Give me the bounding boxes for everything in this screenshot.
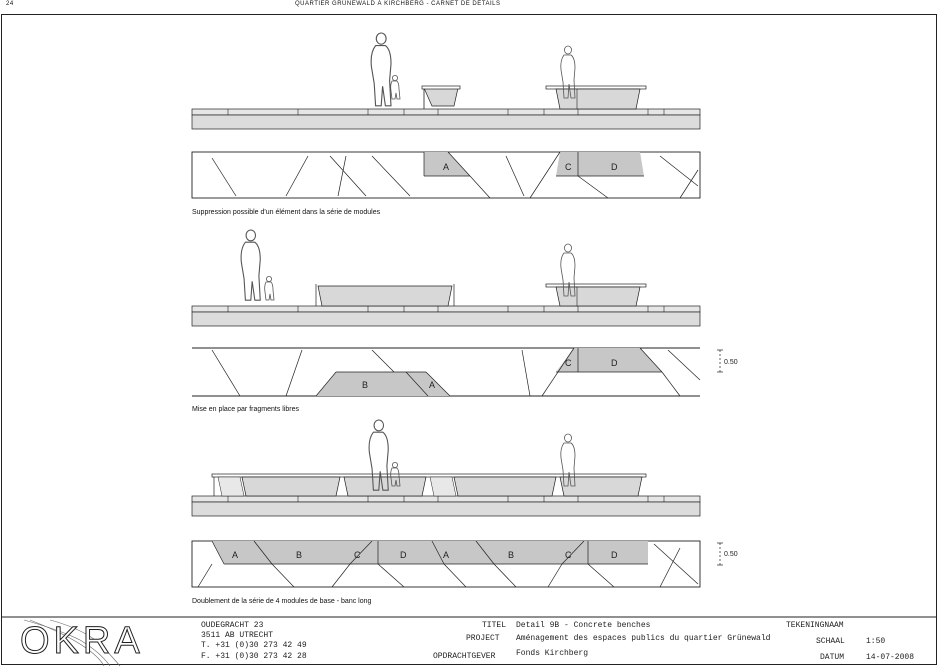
plan-label-c: C xyxy=(565,358,572,368)
field-label-title: TITEL xyxy=(482,621,507,630)
section-caption: Doublement de la série de 4 modules de b… xyxy=(192,598,372,605)
plan-label-a: A xyxy=(232,550,238,560)
document-title: QUARTIER GRÜNEWALD À KIRCHBERG - CARNET … xyxy=(295,1,501,7)
phone-line: T. +31 (0)30 273 42 49 xyxy=(201,641,307,650)
plan-label-b: B xyxy=(296,550,302,560)
plan-label-b: B xyxy=(508,550,514,560)
drawing-frame xyxy=(1,14,937,665)
address-line: OUDEGRACHT 23 xyxy=(201,621,264,630)
scale-label: SCHAAL xyxy=(816,637,845,646)
plan-label-a: A xyxy=(429,380,435,390)
plan-label-c: C xyxy=(565,550,572,560)
field-label-client: OPDRACHTGEVER xyxy=(433,652,496,661)
plan-label-a: A xyxy=(443,162,449,172)
date-value: 14-07-2008 xyxy=(866,653,915,662)
plan-label-c: C xyxy=(565,162,572,172)
plan-label-d: D xyxy=(611,358,618,368)
field-value-project: Aménagement des espaces publics du quart… xyxy=(516,634,771,643)
date-label: DATUM xyxy=(820,653,845,662)
plan-label-d: D xyxy=(611,162,618,172)
dimension-label: 0.50 xyxy=(724,359,738,366)
field-value-title: Detail 9B - Concrete benches xyxy=(516,621,651,630)
plan-label-b: B xyxy=(362,380,368,390)
person-figure xyxy=(370,32,392,107)
logo-contour-lines xyxy=(23,619,121,667)
field-value-client: Fonds Kirchberg xyxy=(516,649,589,658)
plan-label-d: D xyxy=(611,550,618,560)
drawing-name-label: TEKENINGNAAM xyxy=(786,621,844,630)
plan-label-d: D xyxy=(400,550,407,560)
scale-value: 1:50 xyxy=(866,637,886,646)
dimension-label: 0.50 xyxy=(724,551,738,558)
page-number: 24 xyxy=(6,1,14,7)
section-caption: Suppression possible d'un élément dans l… xyxy=(192,209,381,216)
field-label-project: PROJECT xyxy=(466,634,500,643)
okra-logo: OKRA xyxy=(20,620,144,663)
fax-line: F. +31 (0)30 273 42 28 xyxy=(201,652,307,661)
plan-label-c: C xyxy=(354,550,361,560)
section-caption: Mise en place par fragments libres xyxy=(192,406,299,413)
plan-label-a: A xyxy=(443,550,449,560)
address-line: 3511 AB UTRECHT xyxy=(201,631,274,640)
